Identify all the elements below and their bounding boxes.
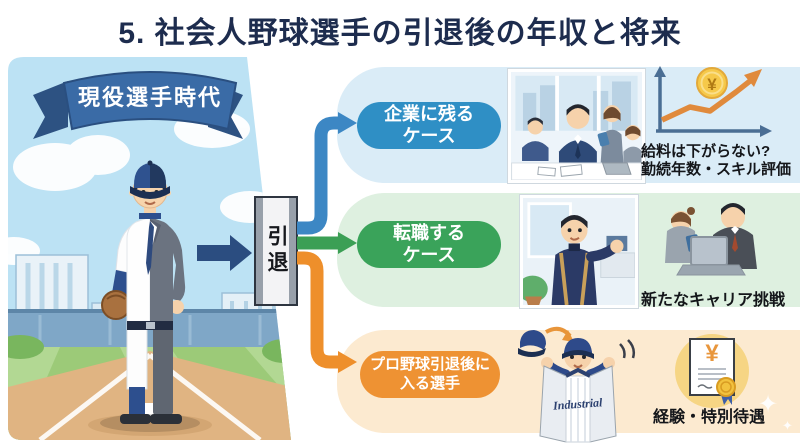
certificate-yen: ¥ — [705, 340, 719, 367]
office-scene-illustration — [508, 69, 645, 183]
caption-stay-company: 給料は下がらない? 勤続年数・スキル評価 — [641, 143, 800, 180]
industrial-jersey: Industrial — [539, 365, 617, 443]
retirement-box: 引退 — [254, 196, 298, 306]
pill-label-line: 入る選手 — [399, 374, 460, 392]
salary-growth-chart-icon: ¥ — [654, 66, 772, 137]
page-title: 5. 社会人野球選手の引退後の年収と将来 — [118, 17, 682, 50]
laptop-meeting-illustration — [665, 203, 757, 276]
caption-line: 新たなキャリア挑戦 — [641, 292, 786, 309]
necktie — [146, 221, 154, 275]
svg-text:¥: ¥ — [707, 75, 717, 94]
banner-ribbon: 現役選手時代 — [33, 71, 243, 139]
case-pill-ex-pro: プロ野球引退後に 入る選手 — [360, 351, 500, 398]
yen-coin-icon: ¥ — [696, 67, 728, 99]
case-pill-stay-company: 企業に残る ケース — [357, 102, 501, 149]
sparkle-icon: ✦ — [782, 418, 793, 433]
certificate-icon: ¥ — [675, 334, 749, 408]
pill-label-line: 転職する — [393, 222, 465, 243]
player-illustration: 現役選手時代 — [8, 57, 291, 440]
pill-label-line: プロ野球引退後に — [369, 356, 490, 374]
sparkle-icon: ✦ — [758, 391, 779, 418]
jacket-man-illustration — [520, 195, 638, 308]
medal-seal-icon — [716, 377, 736, 405]
banner-label: 現役選手時代 — [78, 85, 222, 110]
caption-line: 勤続年数・スキル評価 — [641, 161, 792, 179]
baseball-field — [8, 335, 291, 440]
pill-label-line: 企業に残る — [384, 103, 474, 124]
caption-line: 経験・特別待遇 — [653, 409, 766, 426]
caption-line: 給料は下がらない? — [641, 143, 771, 160]
case-pill-change-job: 転職する ケース — [357, 221, 501, 268]
clouds — [8, 110, 280, 265]
pill-label-line: ケース — [402, 244, 456, 265]
caption-ex-pro: 経験・特別待遇 — [653, 403, 773, 427]
retirement-label: 引退 — [265, 225, 288, 277]
pill-label-line: ケース — [402, 125, 456, 146]
player-figure — [100, 160, 200, 432]
flying-cap-icon — [518, 330, 546, 357]
baseball-cap-icon — [130, 160, 170, 199]
caption-change-job: 新たなキャリア挑戦 — [641, 286, 791, 310]
jersey-text: Industrial — [552, 395, 604, 413]
jersey-player-illustration: Industrial — [518, 326, 636, 443]
